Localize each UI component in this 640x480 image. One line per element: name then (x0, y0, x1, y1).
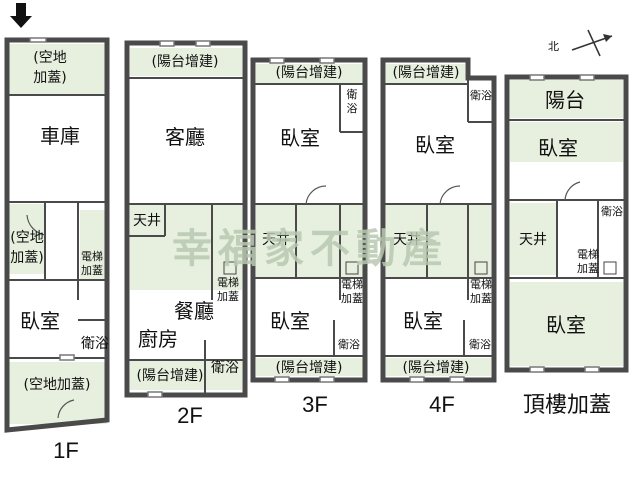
floor-rooftop: 陽台 臥室 天井 衛浴 電梯 加蓋 臥室 頂樓加蓋 (504, 74, 629, 417)
room-4f-bedroom: 臥室 (415, 133, 455, 157)
floor-2f: (陽台增建) 客廳 天井 餐廳 廚房 電梯 加蓋 衛浴 (陽台增建) 2F (124, 40, 248, 428)
north-arrow-icon: 北 (548, 29, 613, 57)
watermark: 幸福家不動產 (172, 226, 448, 272)
room-1f-open-space-2: 加蓋) (33, 70, 66, 86)
floor-label-3f: 3F (302, 392, 328, 417)
room-3f-bath-top: 衛 (347, 88, 358, 101)
room-1f-open-space-b: (空地 (10, 230, 43, 246)
room-3f-balcony: (陽台增建) (276, 65, 343, 81)
room-3f-bedroom: 臥室 (280, 126, 320, 150)
room-roof-elevator: 電梯 (577, 248, 599, 261)
room-1f-bedroom: 臥室 (20, 309, 60, 333)
room-3f-bath-top-2: 浴 (347, 102, 358, 115)
room-4f-elevator-2: 加蓋 (470, 292, 492, 305)
room-3f-balcony-rear: (陽台增建) (276, 360, 343, 376)
room-4f-bedroom-2: 臥室 (403, 309, 443, 333)
room-1f-elevator-2: 加蓋 (81, 264, 103, 277)
room-1f-open-space: (空地 (33, 50, 66, 66)
room-2f-dining: 餐廳 (174, 299, 214, 323)
floor-1f: (空地 加蓋) 車庫 (空地 加蓋) 電梯 加蓋 臥室 衛浴 (空地加蓋) 1F (4, 37, 110, 463)
room-roof-courtyard: 天井 (519, 232, 547, 248)
room-4f-balcony-rear: (陽台增建) (403, 360, 470, 376)
room-1f-open-space-c: (空地加蓋) (24, 377, 91, 393)
floor-4f: (陽台增建) 衛浴 臥室 天井 電梯 加蓋 臥室 衛浴 (陽台增建) 4F (380, 57, 497, 417)
room-1f-open-space-b2: 加蓋) (10, 250, 43, 266)
room-1f-bath: 衛浴 (81, 336, 109, 352)
floor-label-rooftop: 頂樓加蓋 (523, 392, 611, 417)
room-4f-elevator: 電梯 (470, 278, 492, 291)
room-2f-kitchen: 廚房 (138, 327, 178, 351)
room-3f-elevator-2: 加蓋 (341, 292, 363, 305)
room-2f-bath: 衛浴 (211, 360, 239, 376)
room-2f-elevator-2: 加蓋 (217, 290, 239, 303)
room-2f-elevator: 電梯 (217, 276, 239, 289)
room-3f-elevator: 電梯 (341, 278, 363, 291)
compass-label: 北 (548, 40, 559, 53)
room-3f-bedroom-2: 臥室 (270, 309, 310, 333)
room-3f-bath: 衛浴 (338, 338, 360, 351)
room-roof-bedroom-2: 臥室 (546, 313, 586, 337)
floor-label-2f: 2F (177, 403, 203, 428)
floor-label-4f: 4F (429, 392, 455, 417)
down-arrow-icon (10, 3, 32, 28)
floor-label-1f: 1F (53, 438, 79, 463)
room-roof-elevator-2: 加蓋 (577, 262, 599, 275)
room-2f-living: 客廳 (165, 125, 205, 149)
room-4f-bath-top: 衛浴 (470, 89, 492, 102)
room-3f-courtyard: 天井 (262, 232, 290, 248)
room-roof-bath: 衛浴 (601, 205, 623, 218)
room-2f-balcony-rear: (陽台增建) (137, 368, 204, 384)
room-roof-bedroom: 臥室 (538, 136, 578, 160)
floor-3f: (陽台增建) 衛 浴 臥室 天井 電梯 加蓋 臥室 衛浴 (陽台增建) 3F (250, 57, 368, 417)
room-1f-elevator: 電梯 (81, 250, 103, 263)
room-2f-balcony: (陽台增建) (152, 54, 219, 70)
room-4f-balcony: (陽台增建) (393, 65, 460, 81)
room-1f-garage: 車庫 (40, 124, 80, 148)
room-4f-bath: 衛浴 (469, 338, 491, 351)
room-roof-balcony: 陽台 (545, 88, 585, 112)
room-4f-courtyard: 天井 (393, 232, 421, 248)
room-2f-courtyard: 天井 (133, 213, 161, 229)
